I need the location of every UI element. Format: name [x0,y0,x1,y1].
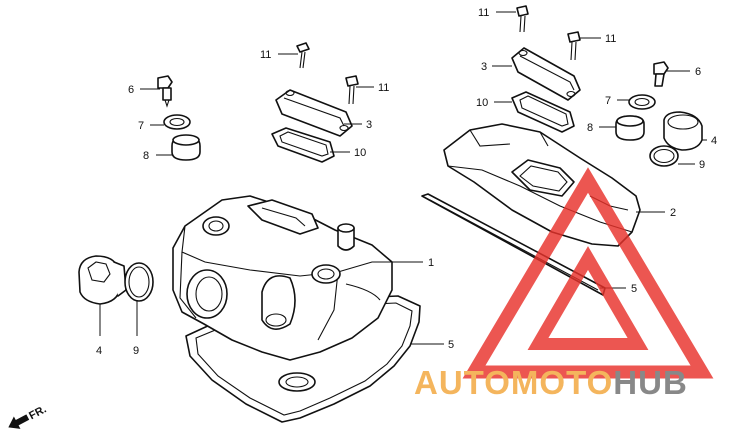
watermark-hub: HUB [613,364,688,401]
oil-filler-cap-right [663,111,703,151]
grommet-8-right [615,115,645,141]
front-label: FR. [27,403,48,422]
washer-7-right [628,94,656,110]
head-cover-left [172,195,393,361]
callout-5-right: 5 [631,283,637,295]
o-ring-left [124,262,154,302]
watermark: AUTOMOTOHUB [414,167,714,401]
callout-6-right: 6 [695,66,701,78]
callout-10-right: 10 [476,97,488,109]
callout-10-left: 10 [354,147,366,159]
watermark-moto: MOTO [511,364,613,401]
callout-11-c: 11 [478,7,489,19]
watermark-brand: AUTOMOTOHUB [414,364,688,401]
callout-4-right: 4 [711,135,717,147]
callout-8-left: 8 [143,150,149,162]
breather-plate-right [511,47,581,101]
grommet-8-left [171,134,201,161]
callouts: 1 2 3 3 4 4 5 5 6 6 7 7 8 8 9 9 10 10 11… [96,7,717,357]
callout-3-left: 3 [366,119,372,131]
callout-5-left: 5 [448,339,454,351]
callout-7-left: 7 [138,120,144,132]
oil-filler-cap-left [78,255,127,305]
leader-lines [99,11,707,345]
callout-1: 1 [428,257,434,269]
bolt-11-b [345,75,359,105]
callout-8-right: 8 [587,122,593,134]
breather-plate-left [275,89,353,137]
callout-3-right: 3 [481,61,487,73]
callout-9-left: 9 [133,345,139,357]
callout-11-b: 11 [378,82,389,94]
gasket-10-left [271,127,335,163]
bolt-11-a [296,42,310,69]
head-cover-right [443,123,641,247]
o-ring-right [649,145,679,167]
callout-11-a: 11 [260,49,271,61]
callout-2: 2 [670,207,676,219]
bolt-6-right [653,61,669,87]
gasket-10-right [511,91,575,133]
front-arrow-icon [8,414,30,429]
watermark-auto: AUTO [414,364,511,401]
callout-6-left: 6 [128,84,134,96]
callout-11-d: 11 [605,33,616,45]
callout-9-right: 9 [699,159,705,171]
washer-7-left [163,114,191,130]
callout-4-left: 4 [96,345,102,357]
front-direction-indicator: FR. [8,403,48,429]
bolt-6-left [157,75,173,108]
bolt-11-c [516,5,529,33]
bolt-11-d [567,31,581,61]
warning-triangle-icon [462,167,714,379]
callout-7-right: 7 [605,95,611,107]
